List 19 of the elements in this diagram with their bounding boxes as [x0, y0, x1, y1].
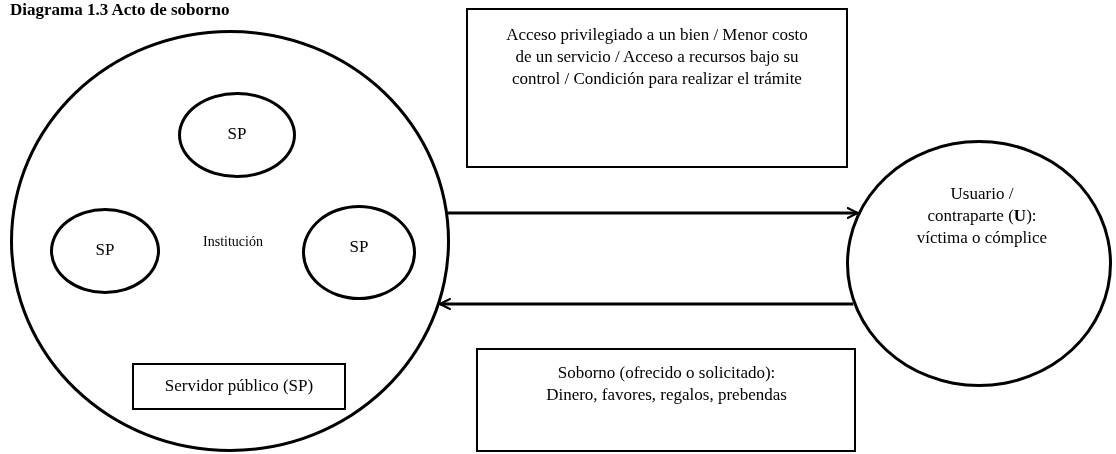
bribe-box: [476, 348, 856, 452]
node-label: Soborno (ofrecido o solicitado): Dinero, favores, regalos, prebendas: [545, 362, 788, 407]
node-label: SP: [94, 239, 116, 261]
node-label: Usuario / contraparte (U): víctima o cómplice: [915, 183, 1049, 250]
node-label: SP: [226, 123, 248, 145]
arrow: [448, 207, 859, 219]
node-label: Servidor público (SP): [163, 375, 315, 397]
user-circle: [846, 140, 1112, 387]
node-label: Acceso privilegiado a un bien / Menor costo de un servicio / Acceso a recursos bajo su control / Condición para realizar el trámite: [505, 24, 809, 91]
benefit-box: [466, 8, 848, 168]
servant-circle: [50, 208, 160, 294]
legend-box: [132, 363, 346, 410]
node-label: Institución: [202, 233, 264, 251]
diagram-title: Diagrama 1.3 Acto de soborno: [10, 0, 230, 20]
institution-circle: [10, 30, 450, 452]
arrow: [438, 298, 854, 310]
servant-circle: [302, 205, 416, 300]
node-label: SP: [348, 236, 370, 258]
servant-circle: [178, 92, 296, 178]
